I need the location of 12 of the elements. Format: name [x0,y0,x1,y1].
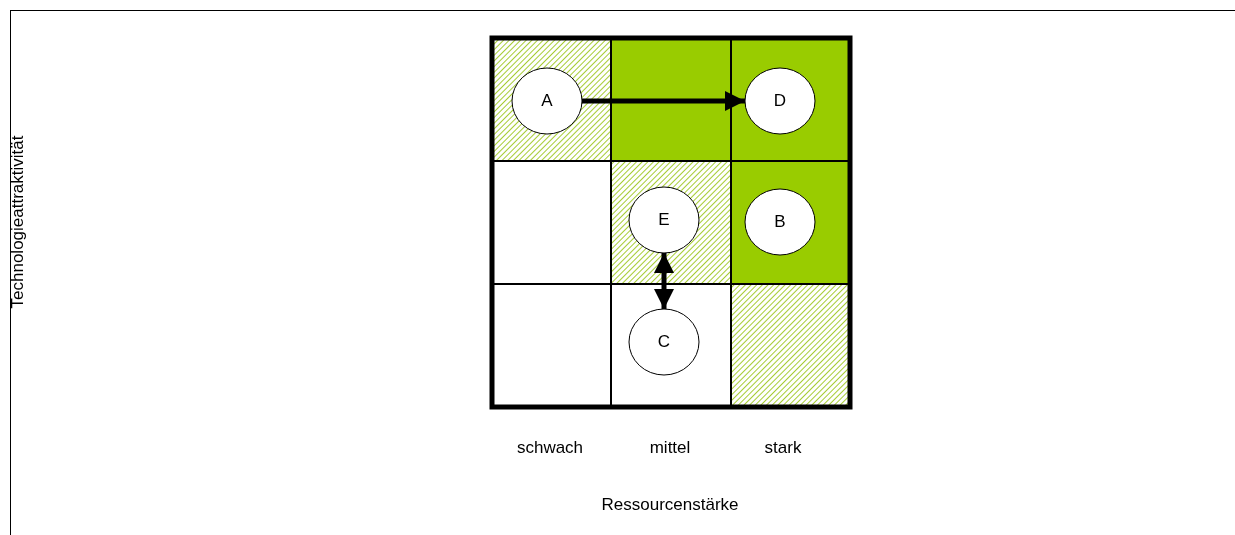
node-letter: E [658,209,670,232]
node-letter: A [541,90,553,113]
arrow [654,253,674,309]
column-label: stark [764,437,802,460]
node-letter: B [774,211,786,234]
node-letter: C [657,331,671,354]
axis-label: Ressourcenstärke [601,494,739,517]
arrow [582,91,745,111]
axis-label: Technologieattraktivität [7,135,29,309]
node-letter: D [773,90,787,113]
column-label: schwach [516,437,584,460]
column-label: mittel [649,437,691,460]
